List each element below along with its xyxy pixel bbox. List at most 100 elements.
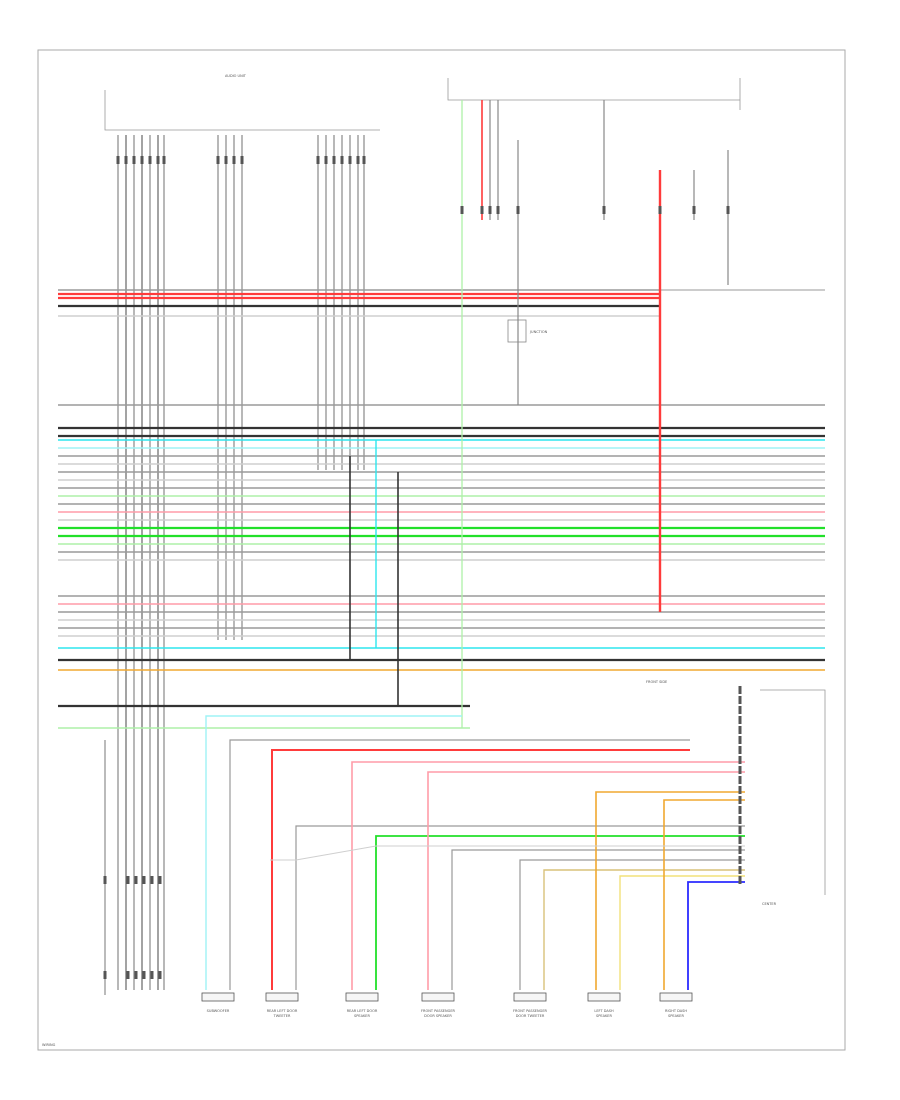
bundle-pin: [232, 156, 236, 164]
terminal-pin: [738, 836, 742, 844]
terminal-pin: [738, 806, 742, 814]
wire: [271, 749, 690, 990]
vertical-pin: [692, 206, 696, 214]
speaker-body: [265, 992, 299, 1002]
speaker-label: REAR LEFT DOOR: [347, 1009, 378, 1013]
bundle-pin: [224, 156, 228, 164]
terminal-pin: [738, 696, 742, 704]
junction-label: JUNCTION: [529, 330, 548, 334]
connector-pin: [134, 971, 138, 979]
speaker-wires: [205, 686, 745, 990]
connector-pin: [142, 876, 146, 884]
bundle-pin: [116, 156, 120, 164]
speaker-subwoofer: SUBWOOFER: [201, 992, 235, 1013]
wire: [619, 875, 745, 990]
speaker-label: REAR LEFT DOOR: [267, 1009, 298, 1013]
terminal-pin: [738, 776, 742, 784]
speaker-label: SUBWOOFER: [207, 1009, 230, 1013]
top-right-module: [447, 78, 741, 110]
right-side-block: CENTER: [762, 902, 777, 906]
bundle-pin: [140, 156, 144, 164]
terminal-pin: [738, 736, 742, 744]
vertical-pin: [488, 206, 492, 214]
wire: [687, 881, 745, 990]
speaker-label: TWEETER: [273, 1014, 291, 1018]
bundle-pin: [162, 156, 166, 164]
bundle-pin: [324, 156, 328, 164]
terminal-pin: [738, 796, 742, 804]
speaker-body: [587, 992, 621, 1002]
connector-pin: [103, 971, 107, 979]
terminal-pin: [738, 716, 742, 724]
connector-pin: [126, 876, 130, 884]
wire: [427, 771, 745, 990]
speaker-label: FRONT PASSENGER: [421, 1009, 456, 1013]
terminal-pin: [738, 826, 742, 834]
vertical-pin: [496, 206, 500, 214]
speaker-label: SPEAKER: [354, 1014, 370, 1018]
terminal-pin: [738, 726, 742, 734]
footer-label: WIRING: [42, 1043, 56, 1047]
vertical-pin: [516, 206, 520, 214]
bundle-pin: [348, 156, 352, 164]
right-harness-bundle: [316, 135, 366, 470]
speaker-body: [201, 992, 235, 1002]
vertical-pin: [460, 206, 464, 214]
bundle-pin: [132, 156, 136, 164]
mid-harness-bundle: [216, 135, 244, 640]
terminal-pin: [738, 706, 742, 714]
bundle-pin: [240, 156, 244, 164]
terminal-pin: [738, 766, 742, 774]
speaker-body: [513, 992, 547, 1002]
wire: [663, 799, 745, 990]
right-block-label: CENTER: [762, 902, 777, 906]
connector-pin: [158, 876, 162, 884]
wire: [375, 835, 745, 990]
bundle-pin: [124, 156, 128, 164]
front-module: FRONT SIDE: [646, 680, 826, 895]
speaker-label: DOOR SPEAKER: [424, 1014, 452, 1018]
vertical-pin: [480, 206, 484, 214]
terminal-pin: [738, 816, 742, 824]
wire: [519, 859, 745, 990]
speaker-label: LEFT DASH: [594, 1009, 614, 1013]
bottom-left-connector: [103, 740, 162, 995]
connector-pin: [126, 971, 130, 979]
wire: [351, 761, 745, 990]
bundle-pin: [148, 156, 152, 164]
terminal-pin: [738, 756, 742, 764]
bundle-pin: [156, 156, 160, 164]
front-module-label: FRONT SIDE: [646, 680, 667, 684]
connector-pin: [142, 971, 146, 979]
terminal-pin: [738, 746, 742, 754]
wire: [229, 739, 690, 990]
wire: [543, 869, 745, 990]
terminal-pin: [738, 866, 742, 874]
vertical-pin: [658, 206, 662, 214]
speaker-body: [421, 992, 455, 1002]
speaker-label: SPEAKER: [668, 1014, 684, 1018]
bundle-pin: [340, 156, 344, 164]
bundle-pin: [316, 156, 320, 164]
connector-pin: [134, 876, 138, 884]
speaker-label: SPEAKER: [596, 1014, 612, 1018]
speaker-label: FRONT PASSENGER: [513, 1009, 548, 1013]
wire: [595, 791, 745, 990]
wire: [205, 715, 462, 990]
bundle-pin: [362, 156, 366, 164]
top-right-verticals: [349, 100, 730, 728]
left-harness-bundle: [116, 135, 166, 990]
bundle-pin: [216, 156, 220, 164]
top-module: AUDIO UNIT: [104, 74, 380, 131]
terminal-pin: [738, 686, 742, 694]
speaker-body: [345, 992, 379, 1002]
connector-pin: [150, 971, 154, 979]
terminal-pin: [738, 786, 742, 794]
speaker-body: [659, 992, 693, 1002]
